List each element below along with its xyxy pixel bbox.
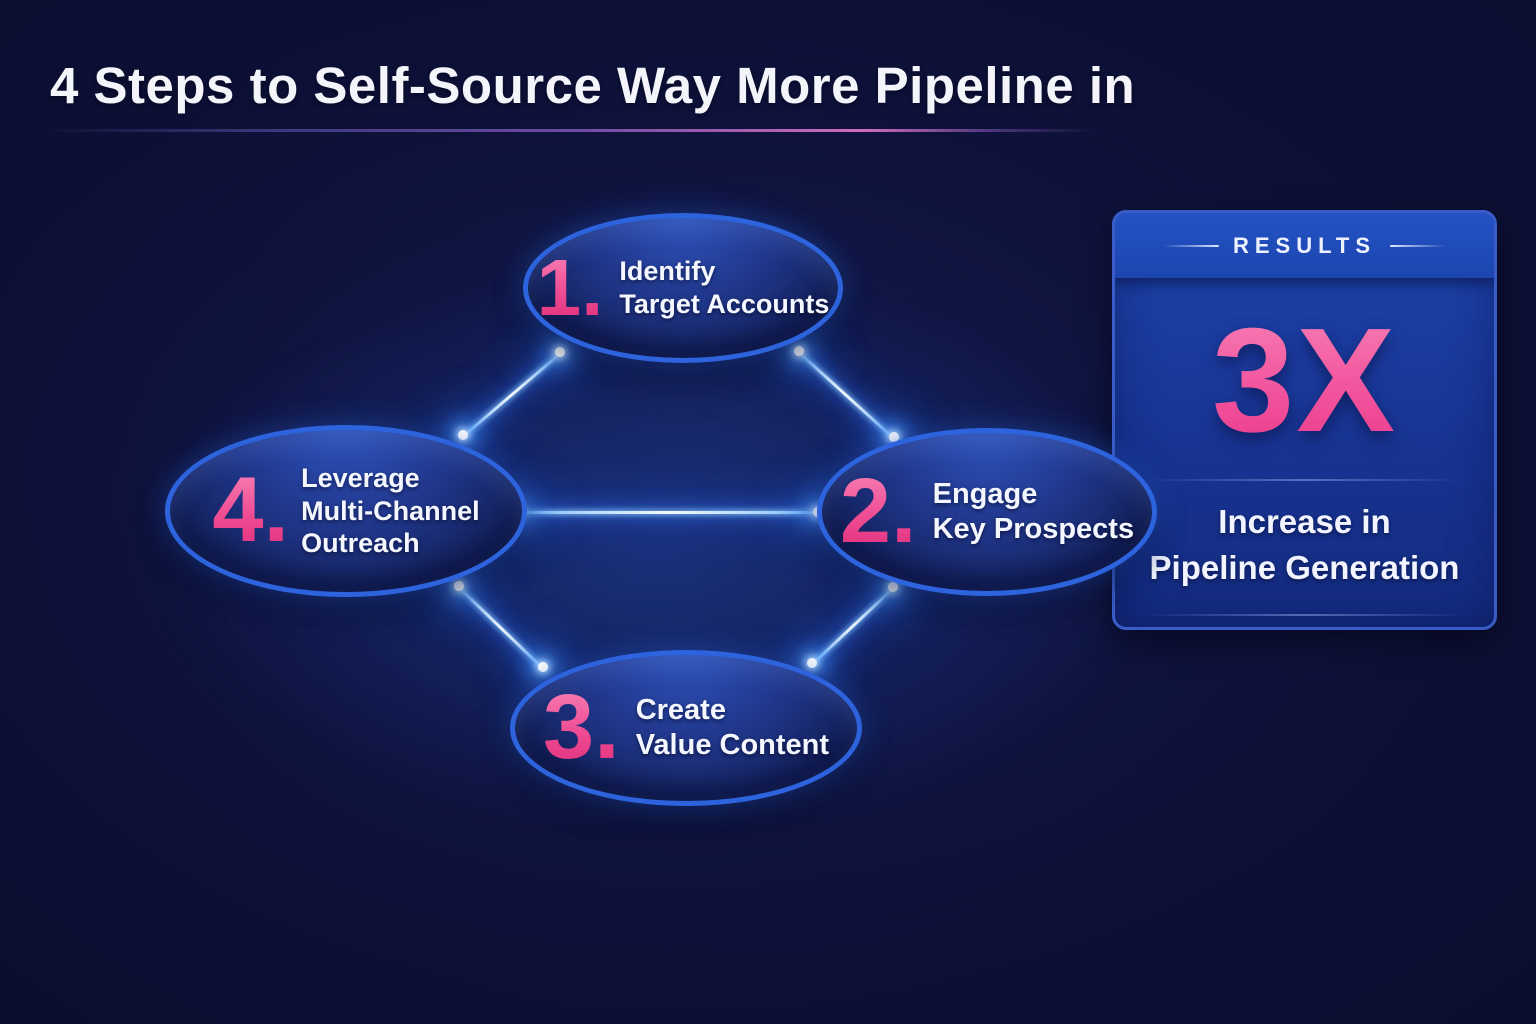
connector-endpoint-dot — [888, 582, 898, 592]
step-node-2: 2. Engage Key Prospects — [817, 428, 1157, 596]
step-number-2: 2. — [839, 460, 917, 563]
step-label-line: Leverage — [301, 462, 420, 493]
step-number-1: 1. — [536, 243, 604, 332]
step-number-3: 3. — [542, 676, 620, 779]
connector-endpoint-dot — [538, 662, 548, 672]
connector-endpoint-dot — [555, 347, 565, 357]
results-value: 3X — [1115, 307, 1494, 455]
step-label-3: Create Value Content — [636, 693, 829, 764]
heading-rule-right — [1390, 244, 1447, 247]
results-caption-line-1: Increase in — [1218, 503, 1391, 540]
results-panel: RESULTS 3X Increase in Pipeline Generati… — [1112, 210, 1497, 630]
step-label-1: Identify Target Accounts — [619, 255, 829, 321]
connector-endpoint-dot — [889, 432, 899, 442]
step-label-line: Target Accounts — [619, 289, 830, 319]
heading-rule-left — [1162, 244, 1219, 247]
step-label-line: Outreach — [301, 528, 420, 559]
connector-step4-step2 — [518, 511, 818, 514]
step-label-line: Engage — [932, 477, 1038, 510]
results-divider-top — [1145, 479, 1464, 481]
step-label-line: Identify — [619, 256, 716, 287]
connector-endpoint-dot — [454, 581, 464, 591]
step-label-4: Leverage Multi-Channel Outreach — [301, 462, 479, 561]
results-divider-bottom — [1145, 614, 1464, 617]
title-underline-accent — [40, 129, 1095, 132]
step-node-4: 4. Leverage Multi-Channel Outreach — [165, 425, 527, 597]
step-number-4: 4. — [212, 459, 290, 562]
results-caption: Increase in Pipeline Generation — [1115, 499, 1494, 590]
connector-endpoint-dot — [794, 346, 804, 356]
connector-endpoint-dot — [807, 658, 817, 668]
connector-endpoint-dot — [458, 430, 468, 440]
step-label-line: Create — [635, 693, 726, 726]
results-caption-line-2: Pipeline Generation — [1149, 548, 1460, 586]
step-label-line: Multi-Channel — [301, 495, 480, 526]
step-label-line: Value Content — [635, 729, 830, 761]
page-title: 4 Steps to Self-Source Way More Pipeline… — [50, 57, 1136, 114]
step-label-line: Key Prospects — [932, 513, 1135, 545]
results-panel-header: RESULTS — [1115, 213, 1494, 279]
step-label-2: Engage Key Prospects — [933, 477, 1135, 548]
step-node-3: 3. Create Value Content — [510, 650, 862, 806]
step-node-1: 1. Identify Target Accounts — [523, 213, 843, 363]
results-heading: RESULTS — [1232, 232, 1377, 258]
